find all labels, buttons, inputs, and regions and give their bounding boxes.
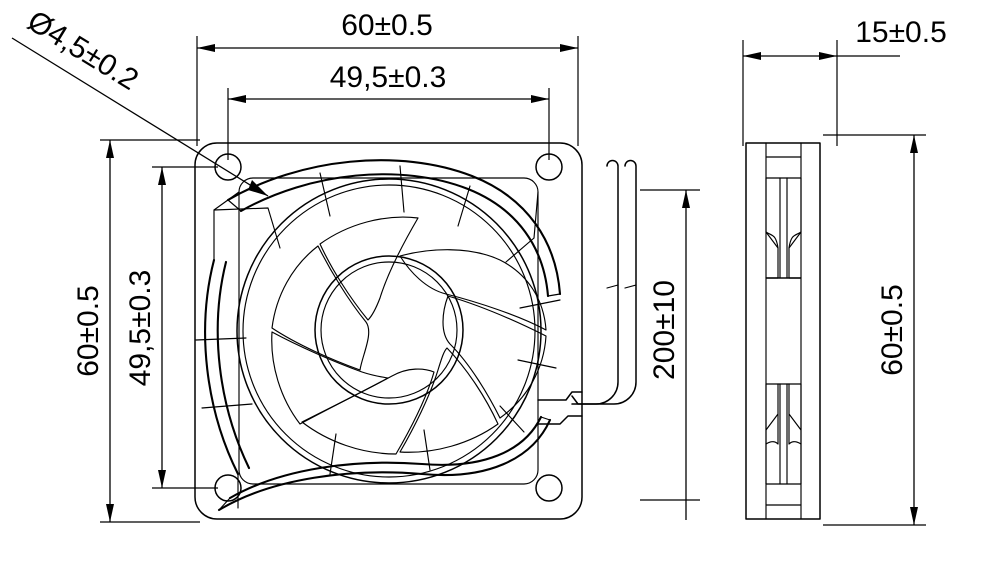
arrowhead bbox=[106, 140, 114, 158]
fan-frame-outline bbox=[194, 142, 583, 520]
dimension-mounting-hole-diameter: Ø4,5±0.2 bbox=[11, 4, 269, 197]
front-view bbox=[194, 142, 583, 520]
fan-strut-upper bbox=[226, 159, 562, 296]
side-blade-lower-2r bbox=[788, 413, 802, 485]
side-blade-lower-r bbox=[788, 383, 802, 431]
side-blade-lower-curve bbox=[765, 441, 779, 445]
arrowhead bbox=[248, 180, 268, 196]
wire-exit-notch-lower bbox=[537, 415, 583, 425]
mounting-hole-bottom-right bbox=[535, 474, 563, 502]
arrowhead bbox=[158, 470, 166, 488]
blade-divider bbox=[423, 429, 431, 471]
dimension-label-front-height: 60±0.5 bbox=[72, 285, 105, 377]
fan-strut-lower-cap2 bbox=[540, 416, 551, 421]
dimension-label-wire-length: 200±10 bbox=[648, 280, 681, 380]
dimension-front-width: 60±0.5 bbox=[196, 9, 579, 146]
blade-divider bbox=[329, 433, 337, 475]
dimension-side-height: 60±0.5 bbox=[823, 134, 926, 526]
arrowhead bbox=[106, 504, 114, 522]
side-blade-upper-r bbox=[788, 177, 802, 279]
dimension-front-hole-spacing-h: 49,5±0.3 bbox=[227, 61, 550, 160]
venturi-circle-inner bbox=[242, 184, 536, 478]
dimension-side-depth: 15±0.5 bbox=[742, 16, 947, 146]
dimension-front-hole-spacing-v: 49,5±0.3 bbox=[124, 166, 218, 489]
wire-outer bbox=[571, 159, 637, 405]
wire-separator bbox=[606, 284, 619, 289]
fan-strut-lower-inner bbox=[228, 415, 543, 500]
fan-blade bbox=[271, 331, 389, 425]
side-frame-outline bbox=[745, 142, 821, 520]
fan-strut-left-inner bbox=[216, 260, 251, 470]
side-blade-lower-2 bbox=[765, 413, 779, 485]
fan-blade bbox=[442, 295, 547, 419]
blade-outline-left bbox=[213, 207, 281, 261]
frame-web bbox=[533, 191, 539, 239]
fan-blade bbox=[271, 245, 370, 371]
fan-strut-upper-inner bbox=[239, 173, 550, 298]
leader-line bbox=[11, 37, 269, 197]
mounting-hole-bottom-left bbox=[214, 474, 242, 502]
arrowhead bbox=[682, 190, 690, 208]
fan-hub-inner bbox=[320, 261, 458, 399]
side-blade-lower bbox=[765, 383, 779, 431]
blade-divider bbox=[399, 165, 405, 213]
side-blade-upper bbox=[765, 177, 779, 279]
blade-divider bbox=[517, 359, 557, 369]
fan-blades bbox=[271, 216, 547, 455]
dimension-label-side-height: 60±0.5 bbox=[876, 284, 909, 376]
blade-divider bbox=[499, 405, 525, 433]
fan-blade bbox=[301, 368, 435, 455]
wire-exit-notch bbox=[537, 391, 583, 401]
fan-strut-left bbox=[204, 258, 240, 476]
side-view bbox=[745, 142, 821, 520]
fan-blade bbox=[319, 216, 419, 321]
blade-divider bbox=[319, 172, 331, 217]
dimension-label-front-hole-spacing-h: 49,5±0.3 bbox=[330, 61, 447, 94]
frame-web bbox=[213, 191, 240, 211]
arrowhead bbox=[560, 44, 578, 52]
dimension-label-hole-diameter: Ø4,5±0.2 bbox=[22, 4, 144, 97]
dimension-wire-length: 200±10 bbox=[640, 189, 700, 520]
dimension-front-height: 60±0.5 bbox=[72, 139, 200, 523]
arrowhead bbox=[158, 167, 166, 185]
arrowhead bbox=[910, 135, 918, 153]
dimension-label-side-depth: 15±0.5 bbox=[855, 16, 947, 49]
blade-outline-left-2 bbox=[195, 337, 247, 341]
wire-separator bbox=[624, 284, 637, 289]
fan-strut-upper-cap2 bbox=[547, 293, 561, 297]
dimension-label-front-width: 60±0.5 bbox=[341, 9, 433, 42]
arrowhead bbox=[910, 507, 918, 525]
fan-blade bbox=[399, 347, 499, 453]
fan-strut-lower bbox=[217, 418, 552, 512]
arrowhead bbox=[819, 52, 837, 60]
fan-hub-outer bbox=[314, 255, 464, 405]
venturi-circle bbox=[236, 178, 542, 484]
side-blade-lower-curve-r bbox=[788, 441, 802, 445]
fan-blade bbox=[399, 249, 547, 331]
blade-divider bbox=[505, 237, 535, 263]
blade-divider bbox=[519, 299, 561, 309]
fan-wires bbox=[571, 159, 637, 405]
fan-inner-frame bbox=[238, 177, 539, 485]
side-blade-upper-curve-r bbox=[788, 231, 802, 249]
arrowhead bbox=[531, 95, 549, 103]
dimension-label-front-hole-spacing-v: 49,5±0.3 bbox=[124, 270, 157, 387]
fan-strut-lower-cap bbox=[218, 497, 231, 511]
wire-inner bbox=[571, 159, 619, 405]
arrowhead bbox=[228, 95, 246, 103]
arrowhead bbox=[743, 52, 761, 60]
arrowhead bbox=[197, 44, 215, 52]
side-blade-upper-curve bbox=[765, 231, 779, 249]
blade-divider bbox=[457, 185, 471, 227]
blade-outline-left-3 bbox=[201, 403, 253, 409]
